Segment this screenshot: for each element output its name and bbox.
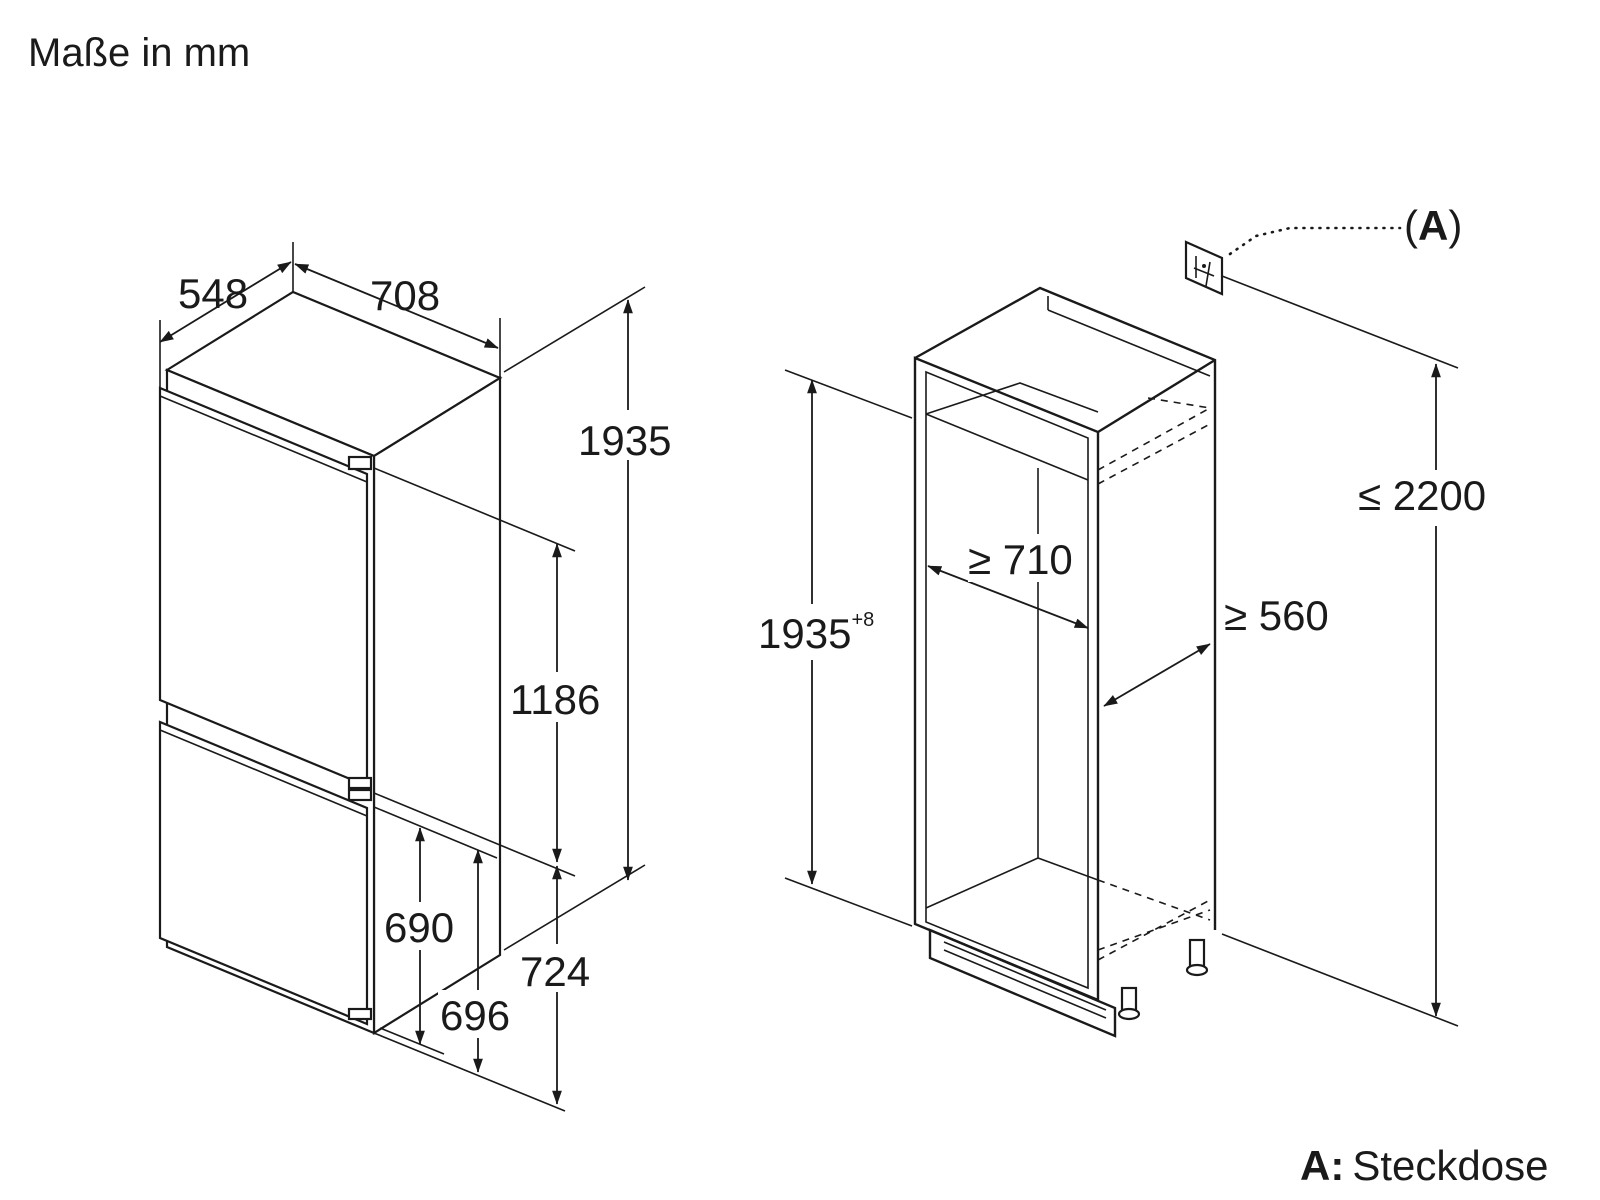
socket-marker-close: ) [1448, 202, 1462, 249]
legend-key: A: [1300, 1142, 1344, 1189]
label-room-height: ≤ 2200 [1358, 472, 1486, 519]
cabinet-front-frame [913, 356, 1100, 1002]
appliance-drawing: 548 708 1935 1186 690 696 724 [158, 242, 671, 1112]
socket-marker-label: (A) [1404, 202, 1462, 249]
label-width: 708 [370, 272, 440, 319]
niche-drawing: 1935+8 ≥ 710 ≥ 560 ≤ 2200 (A) [754, 202, 1496, 1038]
page-title: Maße in mm [28, 31, 250, 75]
socket-marker-letter: A [1418, 202, 1448, 249]
label-niche-height-tolerance: +8 [851, 609, 874, 631]
label-upper-section: 1186 [510, 676, 600, 723]
label-lower-c: 724 [520, 948, 590, 995]
label-lower-b: 696 [440, 992, 510, 1039]
dim-niche-depth-line [927, 565, 1089, 629]
label-height: 1935 [578, 417, 671, 464]
label-lower-a: 690 [384, 904, 454, 951]
dim-niche-width-line [1103, 643, 1211, 707]
label-niche-height-value: 1935 [758, 610, 851, 657]
middle-hinge-bottom [347, 788, 373, 802]
label-depth: 548 [178, 270, 248, 317]
legend: A:Steckdose [1300, 1142, 1548, 1189]
cabinet-foot-back [1188, 938, 1206, 970]
upper-hinge [347, 455, 373, 471]
label-niche-height: 1935+8 [758, 609, 874, 657]
socket-icon [1184, 240, 1224, 296]
label-niche-depth: ≥ 710 [968, 536, 1073, 583]
dim-depth-line [159, 261, 292, 343]
legend-text: Steckdose [1352, 1142, 1548, 1189]
appliance-lower-door [158, 720, 369, 1026]
socket-marker-open: ( [1404, 202, 1418, 249]
middle-hinge-top [347, 776, 373, 790]
label-niche-width: ≥ 560 [1224, 592, 1329, 639]
cabinet-plinth [928, 928, 1117, 1038]
dim-width-line [294, 263, 499, 349]
lower-hinge [347, 1007, 373, 1021]
